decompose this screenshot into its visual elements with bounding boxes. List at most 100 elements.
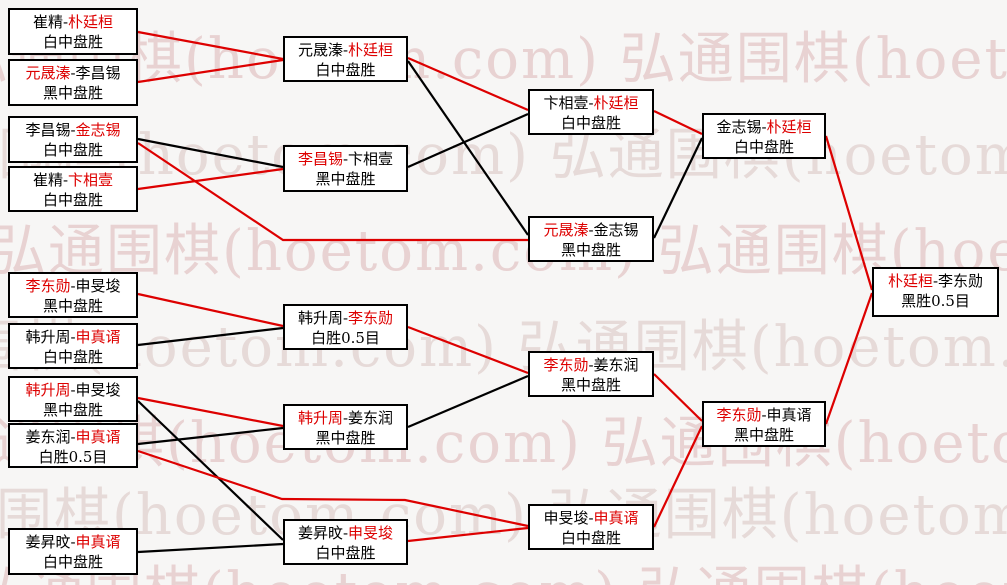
match-box-r1m4: 崔精-卞相壹白中盘胜 <box>8 166 138 212</box>
bracket-line <box>407 325 529 375</box>
match-players: 元晟溱-金志锡 <box>530 220 652 240</box>
match-box-r1m3: 李昌锡-金志锡白中盘胜 <box>8 116 138 163</box>
match-box-r1m1: 崔精-朴廷桓白中盘胜 <box>8 8 138 55</box>
player-name: 金志锡 <box>593 221 639 239</box>
bracket-line <box>137 396 284 428</box>
player-name-highlighted: 申真谞 <box>75 428 121 446</box>
player-name: - <box>342 409 349 427</box>
player-name-highlighted: 朴廷桓 <box>766 118 812 136</box>
match-players: 韩升周-申旻埈 <box>10 380 136 400</box>
bracket-line <box>137 142 528 242</box>
player-name: 卞相壹 <box>543 94 589 112</box>
match-players: 姜昇旼-申旻埈 <box>285 523 406 543</box>
match-result: 白胜0.5目 <box>38 448 108 466</box>
match-players: 李东勋-姜东润 <box>530 355 652 375</box>
match-result: 白中盘胜 <box>560 529 621 547</box>
player-name: - <box>70 533 76 551</box>
player-name: 申旻埈 <box>75 277 121 295</box>
bracket-line <box>653 425 703 528</box>
match-result: 黑中盘胜 <box>733 426 794 444</box>
player-name-highlighted: 李东勋 <box>543 356 589 374</box>
match-box-r1m8: 姜东润-申真谞白胜0.5目 <box>8 423 138 468</box>
player-name-highlighted: 李东勋 <box>716 406 762 424</box>
player-name: - <box>588 356 594 374</box>
match-box-r1m7: 韩升周-申旻埈黑中盘胜 <box>8 376 138 422</box>
match-box-r1m2: 元晟溱-李昌锡黑中盘胜 <box>8 59 138 106</box>
player-name: 姜东润 <box>25 428 71 446</box>
bracket-line <box>137 426 284 446</box>
player-name: 申旻埈 <box>543 509 589 527</box>
match-players: 卞相壹-朴廷桓 <box>530 93 652 113</box>
match-result: 黑中盘胜 <box>315 429 376 447</box>
match-players: 朴廷桓-李东勋 <box>874 271 997 291</box>
watermark-text: 弘通围棋(hoetom.com) 弘通围棋(hoetom.com) 弘通围棋(h… <box>0 398 1007 479</box>
player-name: - <box>62 13 69 31</box>
match-box-r1m6: 韩升周-申真谞白中盘胜 <box>8 323 138 369</box>
bracket-line <box>137 58 284 84</box>
player-name-highlighted: 申旻埈 <box>348 524 394 542</box>
bracket-line <box>137 326 284 347</box>
match-players: 元晟溱-李昌锡 <box>10 63 136 83</box>
match-box-r2m4: 韩升周-姜东润黑中盘胜 <box>283 404 408 450</box>
match-players: 李东勋-申旻埈 <box>10 276 136 296</box>
bracket-line <box>137 400 284 541</box>
player-name: 姜东润 <box>593 356 639 374</box>
bracket-line <box>653 137 703 239</box>
player-name: - <box>588 221 594 239</box>
player-name: 崔精 <box>32 171 63 189</box>
player-name: 李昌锡 <box>75 64 121 82</box>
player-name: - <box>761 406 767 424</box>
player-name-highlighted: 元晟溱 <box>543 221 589 239</box>
watermark-text: 弘通围棋(hoetom.com) 弘通围棋(hoetom.com) 弘通围棋(h… <box>0 315 1007 380</box>
match-players: 申旻埈-申真谞 <box>530 508 652 528</box>
player-name: - <box>70 381 76 399</box>
player-name: - <box>588 94 594 112</box>
player-name-highlighted: 朴廷桓 <box>887 272 933 290</box>
bracket-line <box>137 137 284 169</box>
player-name: - <box>62 171 69 189</box>
match-result: 黑胜0.5目 <box>901 292 970 310</box>
player-name: - <box>70 328 76 346</box>
match-result: 白中盘胜 <box>42 141 103 159</box>
match-result: 黑中盘胜 <box>42 401 103 419</box>
player-name-highlighted: 申真谞 <box>75 328 121 346</box>
match-players: 李昌锡-卞相壹 <box>285 149 406 169</box>
match-box-r1m9: 姜昇旼-申真谞白中盘胜 <box>8 528 138 575</box>
bracket-line <box>407 56 529 112</box>
match-result: 黑中盘胜 <box>42 84 103 102</box>
player-name: - <box>70 277 76 295</box>
match-result: 白胜0.5目 <box>311 329 380 347</box>
bracket-line <box>824 135 874 291</box>
player-name-highlighted: 朴廷桓 <box>593 94 639 112</box>
player-name: 姜昇旼 <box>25 533 71 551</box>
match-box-r4m1: 金志锡-朴廷桓白中盘胜 <box>702 113 826 159</box>
player-name: 韩升周 <box>25 328 71 346</box>
player-name-highlighted: 李昌锡 <box>297 150 343 168</box>
match-players: 崔精-朴廷桓 <box>10 12 136 32</box>
watermark-text: 弘通围棋(hoetom.com) 弘通围棋(hoetom.com) 弘通围棋(h… <box>0 483 1007 548</box>
match-box-r3m1: 卞相壹-朴廷桓白中盘胜 <box>528 89 654 135</box>
player-name: 申旻埈 <box>75 381 121 399</box>
player-name-highlighted: 元晟溱 <box>25 64 71 82</box>
player-name: 韩升周 <box>297 309 343 327</box>
player-name-highlighted: 李东勋 <box>348 309 394 327</box>
bracket-line <box>407 60 529 236</box>
match-result: 黑中盘胜 <box>42 297 103 315</box>
match-players: 李昌锡-金志锡 <box>10 120 136 140</box>
match-result: 白中盘胜 <box>560 114 621 132</box>
player-name: - <box>342 524 349 542</box>
player-name: - <box>70 121 76 139</box>
bracket-line <box>137 292 284 328</box>
player-name-highlighted: 申真谞 <box>75 533 121 551</box>
player-name-highlighted: 朴廷桓 <box>68 13 114 31</box>
match-box-r3m4: 申旻埈-申真谞白中盘胜 <box>528 504 654 550</box>
match-box-r3m2: 元晟溱-金志锡黑中盘胜 <box>528 216 654 262</box>
player-name-highlighted: 金志锡 <box>75 121 121 139</box>
match-result: 白中盘胜 <box>315 61 376 79</box>
player-name: 姜东润 <box>348 409 394 427</box>
bracket-line <box>653 373 703 422</box>
match-players: 金志锡-朴廷桓 <box>704 117 824 137</box>
